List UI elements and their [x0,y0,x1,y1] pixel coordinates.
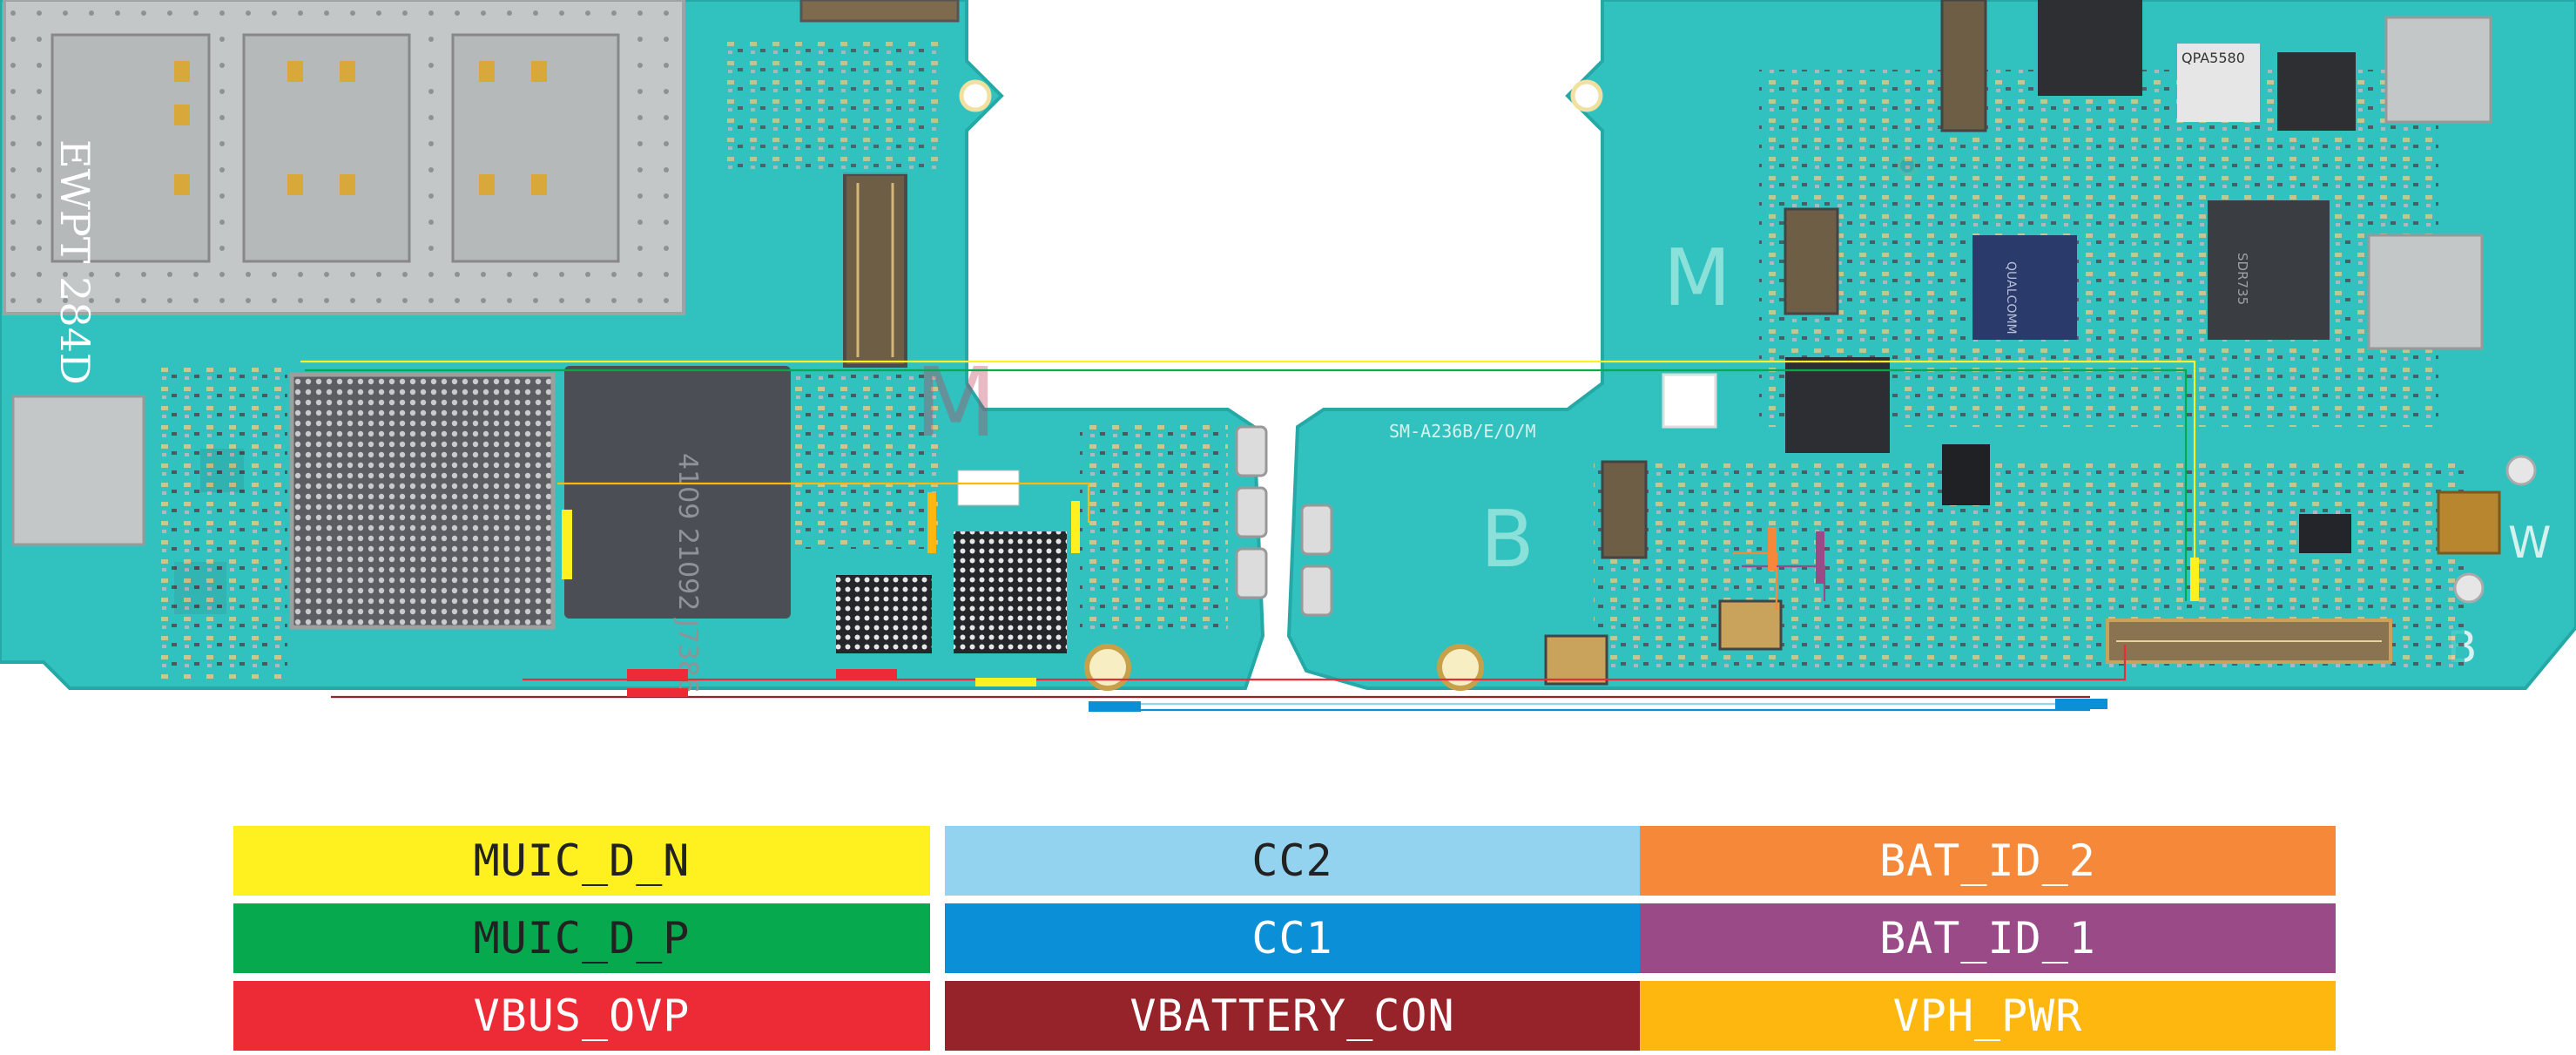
model-marking: SM-A236B/E/O/M [1389,421,1536,442]
transceiver-chip [2208,200,2330,340]
legend-cell-vph-pwr: VPH_PWR [1640,981,2336,1051]
chip-marking-memory: 4109 21092 J7386 [672,453,703,693]
legend-cell-vbus-ovp: VBUS_OVP [233,981,930,1051]
pcb-board-diagram: EWPT 284D 4109 21092 J7386 SM-A236B/E/O/… [0,0,2576,712]
chip-marking-qpa: QPA5580 [2182,50,2245,66]
region-letter-b-center: B [1480,494,1534,585]
legend-label: CC1 [1251,913,1333,964]
legend-label: VBUS_OVP [473,991,691,1041]
legend-cell-bat-id-2: BAT_ID_2 [1640,826,2336,896]
rf-label [2177,44,2260,122]
legend-cell-muic-d-p: MUIC_D_P [233,903,930,973]
shield-marking: EWPT 284D [51,139,98,385]
legend-cell-cc1: CC1 [945,903,1640,973]
signal-legend: MUIC_D_N CC2 BAT_ID_2 MUIC_D_P CC1 BAT_I… [233,826,2336,1052]
legend-cell-muic-d-n: MUIC_D_N [233,826,930,896]
memory-chip [564,366,791,619]
legend-label: BAT_ID_2 [1879,835,2096,886]
region-letter-m: M [1663,233,1731,324]
chip-marking-qualcomm: QUALCOMM [2004,261,2018,335]
legend-label: VPH_PWR [1892,991,2083,1041]
legend-label: VBATTERY_CON [1130,991,1455,1041]
region-letter-w: W [2508,517,2551,568]
chip-marking-sdr: SDR735 [2235,253,2250,305]
watermark-m: M [914,347,997,458]
legend-label: BAT_ID_1 [1879,913,2096,964]
cpu-bga [289,372,556,630]
legend-cell-bat-id-1: BAT_ID_1 [1640,903,2336,973]
pmic-chip [1972,235,2077,340]
legend-label: MUIC_D_N [473,835,691,886]
legend-cell-vbattery-con: VBATTERY_CON [945,981,1640,1051]
legend-cell-cc2: CC2 [945,826,1640,896]
legend-label: CC2 [1251,835,1333,886]
legend-label: MUIC_D_P [473,913,691,964]
rf-shield-1 [2038,0,2142,96]
